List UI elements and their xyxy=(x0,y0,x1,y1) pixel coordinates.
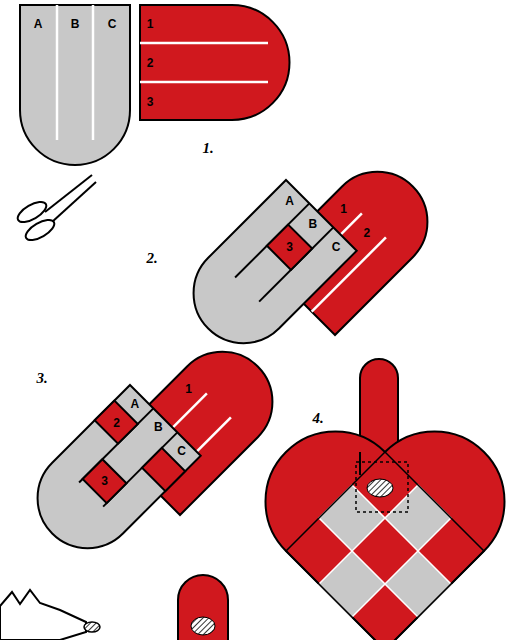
step-one xyxy=(15,5,290,244)
step-two xyxy=(173,151,448,364)
strip-letter: A xyxy=(285,195,294,207)
finished-heart xyxy=(265,431,504,640)
step-four xyxy=(265,359,504,640)
cut-line xyxy=(56,5,59,140)
scissor-blade xyxy=(52,182,96,222)
strip-number: 1 xyxy=(185,383,192,395)
strip-letter: C xyxy=(332,241,341,253)
step-number: 3. xyxy=(36,371,47,386)
strip-number: 3 xyxy=(147,96,154,108)
strip-letter: B xyxy=(71,18,80,30)
strap-edge xyxy=(359,452,361,475)
strip-letter: C xyxy=(108,18,117,30)
cut-line xyxy=(140,42,268,45)
scissors xyxy=(15,175,96,244)
strap-end xyxy=(178,575,228,640)
grey-paper xyxy=(173,180,357,364)
strip-letter: B xyxy=(154,421,163,433)
step-number: 1. xyxy=(202,141,213,156)
strip-number: 1 xyxy=(147,18,154,30)
strip-letter: A xyxy=(34,18,43,30)
woven-square xyxy=(267,225,312,270)
grey-square xyxy=(385,551,451,617)
glue-spot xyxy=(367,479,393,497)
weave-outline xyxy=(286,452,484,640)
glue-step xyxy=(0,575,228,640)
glue-drop xyxy=(84,622,100,632)
grey-half xyxy=(17,385,201,569)
scissor-handle xyxy=(23,216,58,244)
strip-number: 3 xyxy=(101,475,108,487)
grey-paper xyxy=(20,5,130,165)
grey-square xyxy=(319,551,385,617)
strip-letter: A xyxy=(131,398,140,410)
strip-number: 2 xyxy=(363,227,370,239)
strip-number: 3 xyxy=(286,241,293,253)
red-paper xyxy=(140,5,290,120)
grey-square xyxy=(385,485,451,551)
step-number: 2. xyxy=(146,251,157,266)
glue-area xyxy=(356,462,408,512)
strip-number: 2 xyxy=(113,417,120,429)
glue-tube xyxy=(0,590,86,640)
grey-half xyxy=(173,180,357,364)
step-three xyxy=(17,331,293,569)
checker-weave xyxy=(286,452,484,640)
strip-number: 1 xyxy=(340,203,347,215)
grey-paper xyxy=(17,385,201,569)
woven-square xyxy=(83,459,127,503)
cut-line xyxy=(140,81,268,84)
strip-letter: B xyxy=(309,218,318,230)
strip-letter: C xyxy=(177,445,186,457)
cut-line xyxy=(92,5,95,140)
step-number: 4. xyxy=(312,411,323,426)
glue-spot xyxy=(191,617,215,635)
strip-number: 2 xyxy=(147,57,154,69)
